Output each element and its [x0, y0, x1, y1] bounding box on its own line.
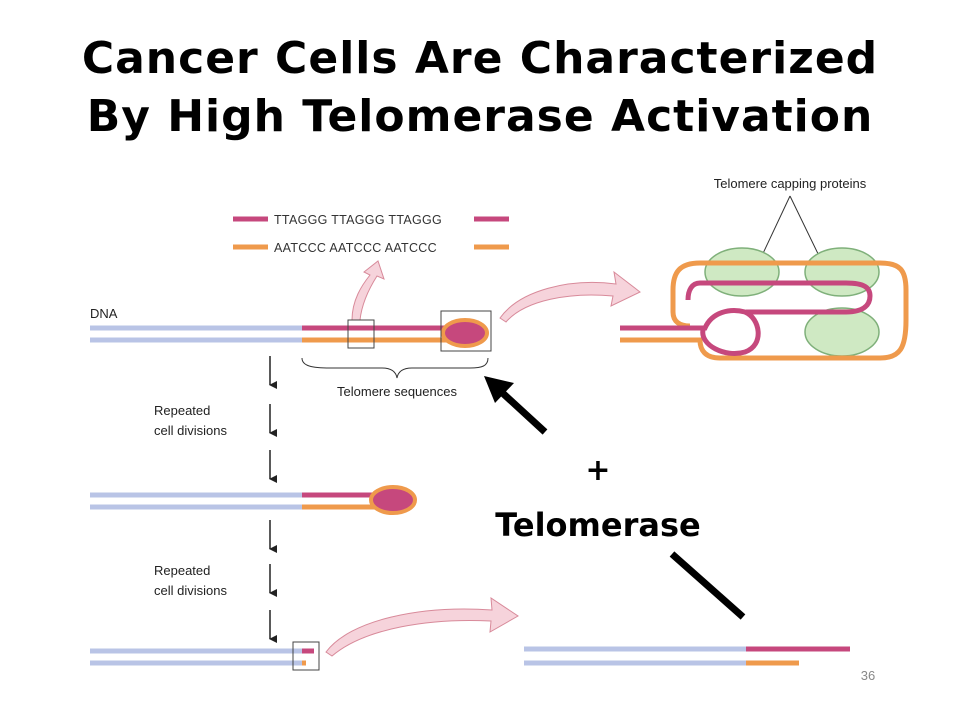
repeated-divisions-label-1-line2: cell divisions	[154, 423, 227, 438]
telomere-cap	[441, 318, 489, 348]
zoom-box-cap	[440, 310, 492, 352]
repeated-divisions-label-2-line1: Repeated	[154, 563, 210, 578]
zoom-arrow-cap	[499, 270, 641, 323]
t-loop-orange-strand	[620, 260, 909, 361]
dna-row-1: Telomere sequences	[90, 310, 492, 399]
sequence-legend: TTAGGG TTAGGG TTAGGG AATCCC AATCCC AATCC…	[233, 213, 509, 255]
telomerase-label: Telomerase	[495, 506, 700, 544]
plus-sign: +	[585, 453, 610, 488]
telomere-brace	[301, 357, 489, 379]
zoomed-short-telomere	[524, 646, 850, 666]
telomerase-callout-background	[468, 432, 726, 554]
page-title: Cancer Cells Are Characterized By High T…	[0, 30, 960, 146]
capping-protein-3	[804, 307, 880, 357]
t-loop-structure: Telomere capping proteins	[620, 176, 909, 361]
zoom-arrow-short	[325, 597, 519, 657]
repeated-divisions-label-1-line1: Repeated	[154, 403, 210, 418]
telomerase-arrow-shaft	[493, 384, 548, 435]
zoom-box-short-telomere	[292, 641, 320, 671]
top-strand-sequence: TTAGGG TTAGGG TTAGGG	[274, 213, 442, 227]
telomere-sequences-label: Telomere sequences	[337, 384, 457, 399]
dna-row-2	[90, 485, 417, 515]
page-number: 36	[861, 668, 875, 683]
title-line-2: By High Telomerase Activation	[86, 91, 874, 142]
title-line-1: Cancer Cells Are Characterized	[81, 33, 879, 84]
t-loop-magenta-strand	[620, 280, 873, 356]
dna-row-3	[90, 641, 320, 671]
telomerase-arrow-head	[484, 376, 514, 403]
telomere-cap	[369, 485, 417, 515]
capping-protein-1	[704, 247, 780, 297]
zoom-arrow-sequence	[351, 260, 385, 321]
dna-label: DNA	[90, 306, 118, 321]
capping-proteins-label: Telomere capping proteins	[714, 176, 867, 191]
repeated-divisions-label-2-line2: cell divisions	[154, 583, 227, 598]
capping-pointer-right	[789, 195, 823, 263]
zoom-box-sequence	[347, 319, 375, 349]
bottom-strand-sequence: AATCCC AATCCC AATCCC	[274, 241, 437, 255]
telomerase-line-lower	[669, 551, 746, 620]
